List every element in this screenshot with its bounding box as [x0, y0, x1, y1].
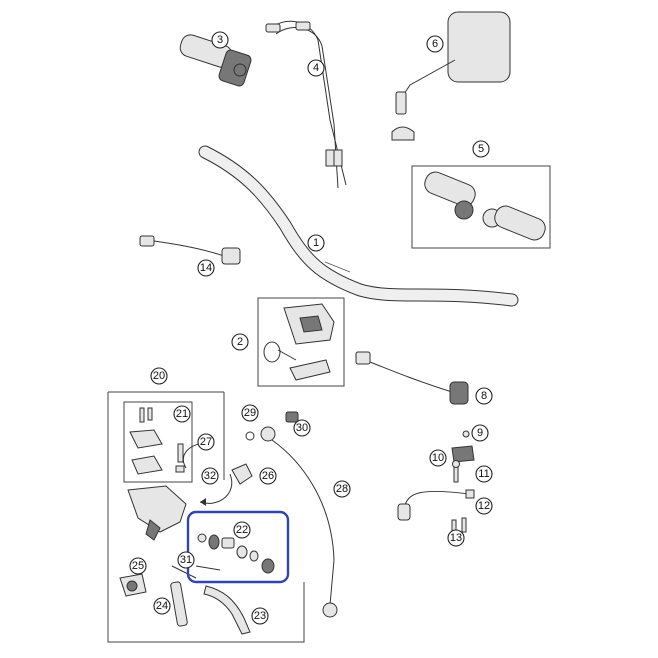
callout-27: 27 [197, 433, 215, 451]
svg-text:25: 25 [132, 560, 144, 572]
svg-text:24: 24 [156, 600, 168, 612]
handlebar-part [198, 145, 519, 307]
callout-21: 21 [173, 405, 191, 423]
brake-hose-group [245, 411, 338, 618]
seal-kit-part [186, 510, 290, 584]
svg-text:6: 6 [432, 38, 438, 50]
svg-text:26: 26 [262, 470, 274, 482]
callout-5: 5 [472, 140, 490, 158]
svg-text:9: 9 [477, 427, 483, 439]
svg-text:29: 29 [244, 407, 256, 419]
callout-1: 1 [307, 234, 325, 252]
screws-group [451, 430, 475, 483]
callout-12: 12 [475, 497, 493, 515]
svg-text:3: 3 [217, 34, 223, 46]
callout-3: 3 [211, 31, 229, 49]
svg-text:32: 32 [204, 470, 216, 482]
brake-assembly-group [107, 391, 305, 643]
callout-13: 13 [447, 529, 465, 547]
throttle-grip-part [179, 34, 252, 87]
callout-20: 20 [150, 367, 168, 385]
cable-bolt-group [397, 489, 475, 537]
svg-text:8: 8 [481, 390, 487, 402]
callout-22: 22 [233, 521, 251, 539]
callout-30: 30 [293, 419, 311, 437]
callout-29: 29 [241, 404, 259, 422]
svg-text:10: 10 [432, 452, 444, 464]
svg-text:12: 12 [478, 500, 490, 512]
svg-text:5: 5 [478, 143, 484, 155]
svg-text:20: 20 [153, 370, 165, 382]
svg-text:14: 14 [200, 262, 212, 274]
callout-2: 2 [231, 333, 249, 351]
highlight-frame [186, 510, 290, 584]
callout-24: 24 [153, 597, 171, 615]
start-switch-part [355, 351, 469, 405]
callout-11: 11 [475, 465, 493, 483]
svg-text:31: 31 [180, 554, 192, 566]
svg-text:30: 30 [296, 422, 308, 434]
svg-text:13: 13 [450, 532, 462, 544]
svg-text:28: 28 [336, 483, 348, 495]
switch-part [139, 235, 241, 265]
callout-10: 10 [429, 449, 447, 467]
svg-text:4: 4 [313, 62, 319, 74]
mirror-part [391, 11, 511, 141]
callout-6: 6 [426, 35, 444, 53]
grips-part [411, 165, 551, 249]
callout-32: 32 [201, 467, 219, 485]
callout-31: 31 [177, 551, 195, 569]
svg-text:11: 11 [478, 468, 489, 480]
svg-text:22: 22 [236, 524, 248, 536]
svg-text:21: 21 [176, 408, 188, 420]
callout-4: 4 [307, 59, 325, 77]
callout-14: 14 [197, 259, 215, 277]
callout-26: 26 [259, 467, 277, 485]
callout-23: 23 [251, 607, 269, 625]
svg-text:1: 1 [313, 237, 319, 249]
callout-9: 9 [471, 424, 489, 442]
svg-text:27: 27 [200, 436, 212, 448]
callout-8: 8 [475, 387, 493, 405]
svg-text:2: 2 [237, 336, 243, 348]
handlebar-clamp-part [257, 297, 345, 387]
throttle-cables-part [265, 20, 347, 189]
callout-25: 25 [129, 557, 147, 575]
callout-28: 28 [333, 480, 351, 498]
svg-text:23: 23 [254, 610, 266, 622]
